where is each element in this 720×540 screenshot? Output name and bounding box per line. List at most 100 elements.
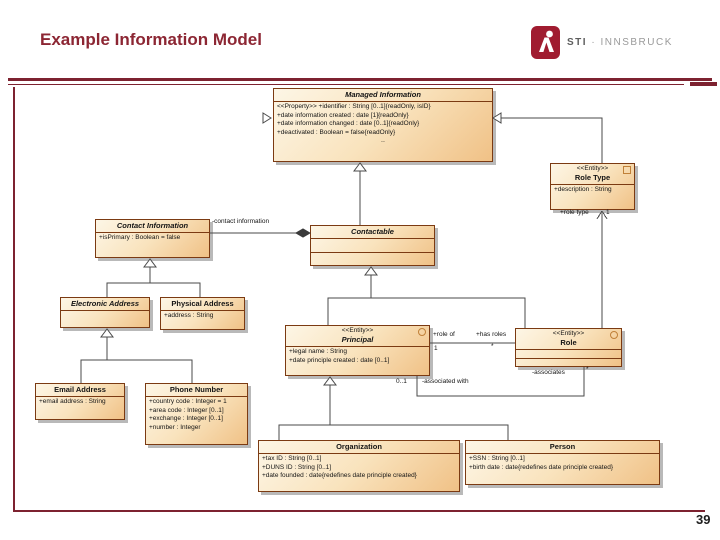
sti-runner-icon [531,26,560,59]
class-title: Phone Number [169,385,224,394]
class-person: Person +SSN : String [0..1] +birth date … [465,440,660,485]
interface-circle-icon [610,331,618,339]
attribute: +description : String [554,186,612,193]
generalization-line [80,359,193,383]
class-title: Role Type [574,173,611,182]
generalization-line [327,297,526,328]
attribute: +date founded : date{redefines date prin… [262,472,417,479]
class-header: Contactable [311,226,434,239]
association-end-label: -associates [532,369,565,376]
class-role-type: <<Entity>> Role Type +description : Stri… [550,163,635,210]
class-managed-information: Managed Information <<Property>> +identi… [273,88,493,162]
class-header: <<Entity>> Role [516,329,621,350]
empty-compartment [516,357,621,367]
class-attributes: +country code : Integer = 1 +area code :… [146,397,247,444]
association-end-label: +has roles [476,331,507,338]
empty-compartment [311,251,434,266]
empty-compartment [61,311,149,327]
class-header: Physical Address [161,298,244,311]
class-attributes: +SSN : String [0..1] +birth date : date{… [466,454,659,484]
class-electronic-address: Electronic Address [60,297,150,328]
empty-compartment [311,239,434,252]
attribute: +exchange : Integer [0..1] [149,415,223,422]
attribute: +date information changed : date [0..1]{… [277,120,420,127]
association-end-label: -associated with [422,378,469,385]
class-contactable: Contactable [310,225,435,266]
generalization-line [106,282,201,297]
attribute: +area code : Integer [0..1] [149,406,224,414]
class-header: Organization [259,441,459,454]
ellipsis-more: .. [381,137,385,144]
attribute: +country code : Integer = 1 [149,398,227,405]
class-title: Person [549,442,576,451]
class-header: Email Address [36,384,124,397]
attribute: +DUNS ID : String [0..1] [262,463,332,471]
association-arrow [596,210,603,220]
class-header: Electronic Address [61,298,149,311]
generalization-arrow [262,112,272,124]
interface-circle-icon [418,328,426,336]
multiplicity-label: * [586,366,589,373]
class-title: Physical Address [171,299,234,308]
logo-text-secondary: INNSBRUCK [600,37,673,48]
empty-compartment [516,350,621,358]
attribute: <<Property>> +identifier : String [0..1]… [277,103,431,110]
generalization-arrow [100,328,114,338]
stereotype: <<Entity>> [341,327,374,334]
class-email-address: Email Address +email address : String [35,383,125,420]
class-header: <<Entity>> Role Type [551,164,634,185]
multiplicity-label: * [491,343,494,350]
class-physical-address: Physical Address +address : String [160,297,245,330]
generalization-arrow [323,376,337,386]
attribute: +email address : String [39,398,106,405]
class-attributes: +description : String [551,185,634,209]
attribute: +birth date : date{redefines date princi… [469,463,614,471]
class-title: Role [560,338,577,347]
sti-logo: STI · INNSBRUCK [531,26,673,59]
attribute: +deactivated : Boolean = false{readOnly} [277,128,396,136]
class-organization: Organization +tax ID : String [0..1] +DU… [258,440,460,492]
stereotype: <<Entity>> [576,165,609,172]
composition-diamond [294,228,312,238]
generalization-arrow [353,162,367,172]
class-header: Phone Number [146,384,247,397]
class-title: Principal [341,335,374,344]
generalization-line [278,424,509,440]
page-number: 39 [696,512,711,527]
bottom-border-rule [13,510,705,512]
generalization-arrow [492,112,502,124]
generalization-arrow [143,258,157,268]
class-title: Organization [336,442,382,451]
class-header: Person [466,441,659,454]
class-attributes: +email address : String [36,397,124,419]
class-header: Contact Information [96,220,209,233]
attribute: +date principle created : date [0..1] [289,356,390,364]
attribute: +date information created : date [1]{rea… [277,111,409,119]
multiplicity-label: 1 [434,345,438,352]
association-end-label: +role type [560,209,589,216]
attribute: +legal name : String [289,348,347,355]
multiplicity-label: 1 [606,209,610,216]
class-attributes: <<Property>> +identifier : String [0..1]… [274,102,492,161]
class-title: Contact Information [116,221,189,230]
attribute: +number : Integer [149,423,201,431]
left-border-rule [13,87,15,511]
logo-text-separator: · [591,37,597,48]
class-phone-number: Phone Number +country code : Integer = 1… [145,383,248,445]
attribute: +SSN : String [0..1] [469,455,525,462]
association-end-label: -contact information [212,218,270,225]
generalization-arrow [364,266,378,276]
association-end-label: +role of [433,331,455,338]
class-attributes: +address : String [161,311,244,329]
class-role: <<Entity>> Role [515,328,622,367]
class-attributes: +isPrimary : Boolean = false [96,233,209,257]
slide-title: Example Information Model [40,30,262,49]
entity-square-icon [623,166,631,174]
class-attributes: +legal name : String +date principle cre… [286,347,429,375]
attribute: +tax ID : String [0..1] [262,455,322,462]
multiplicity-label: 0..1 [396,378,407,385]
header-rule-dash [690,82,717,86]
class-title: Email Address [54,385,106,394]
stereotype: <<Entity>> [552,330,585,337]
